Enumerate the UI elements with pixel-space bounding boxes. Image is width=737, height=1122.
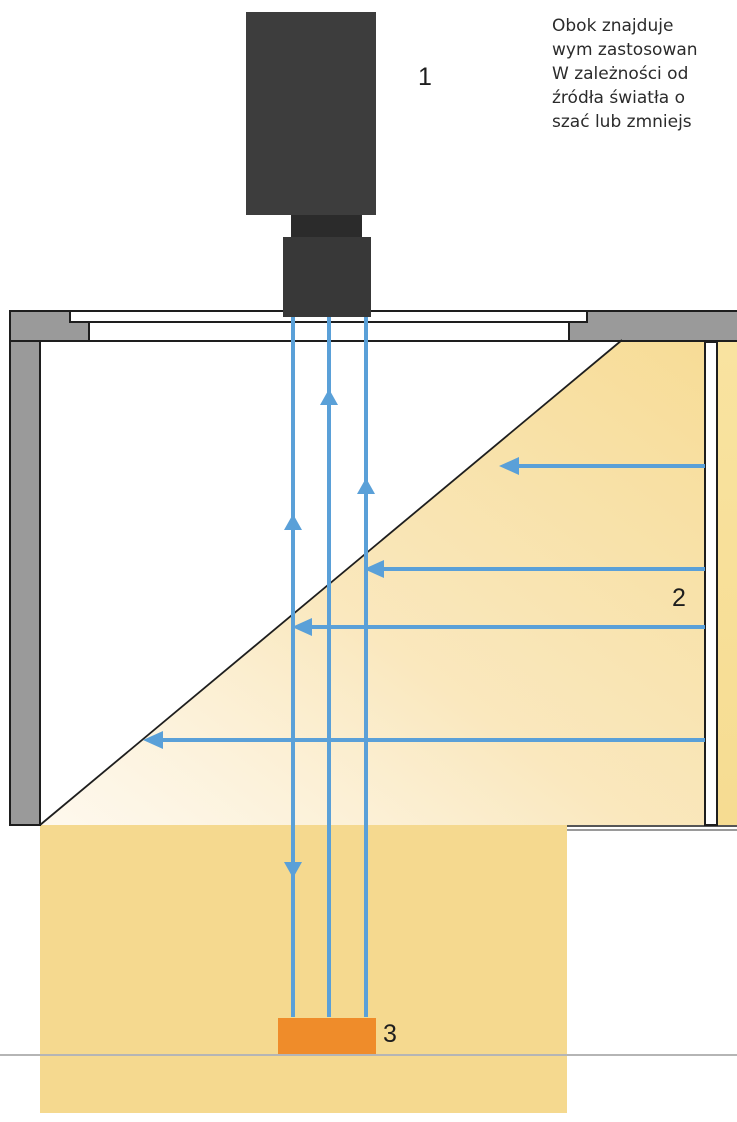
inspected-object-icon xyxy=(278,1018,376,1054)
text-line: W zależności od xyxy=(552,64,689,84)
ray-arrowheads-vertical xyxy=(284,389,375,878)
label-camera: 1 xyxy=(418,63,432,91)
lens-icon xyxy=(283,237,371,317)
label-light-source: 2 xyxy=(672,584,686,612)
lens-mount xyxy=(291,215,362,239)
light-source-panel xyxy=(717,342,737,825)
housing-left-wall xyxy=(9,340,41,826)
beam-splitter-light-area xyxy=(40,340,705,825)
text-line: źródła światła o xyxy=(552,88,686,108)
description-text: Obok znajduje wym zastosowan W zależnośc… xyxy=(552,14,737,134)
light-rays-vertical xyxy=(291,317,368,1017)
label-object: 3 xyxy=(383,1020,397,1048)
text-line: wym zastosowan xyxy=(552,40,698,60)
diffuser-strip xyxy=(704,341,718,826)
illuminated-zone xyxy=(40,825,567,1113)
ray-arrowheads-left xyxy=(143,457,519,749)
text-line: Obok znajduje xyxy=(552,16,674,36)
camera-body-icon xyxy=(246,12,376,215)
text-line: szać lub zmniejs xyxy=(552,112,692,132)
light-rays-horizontal xyxy=(160,464,705,742)
